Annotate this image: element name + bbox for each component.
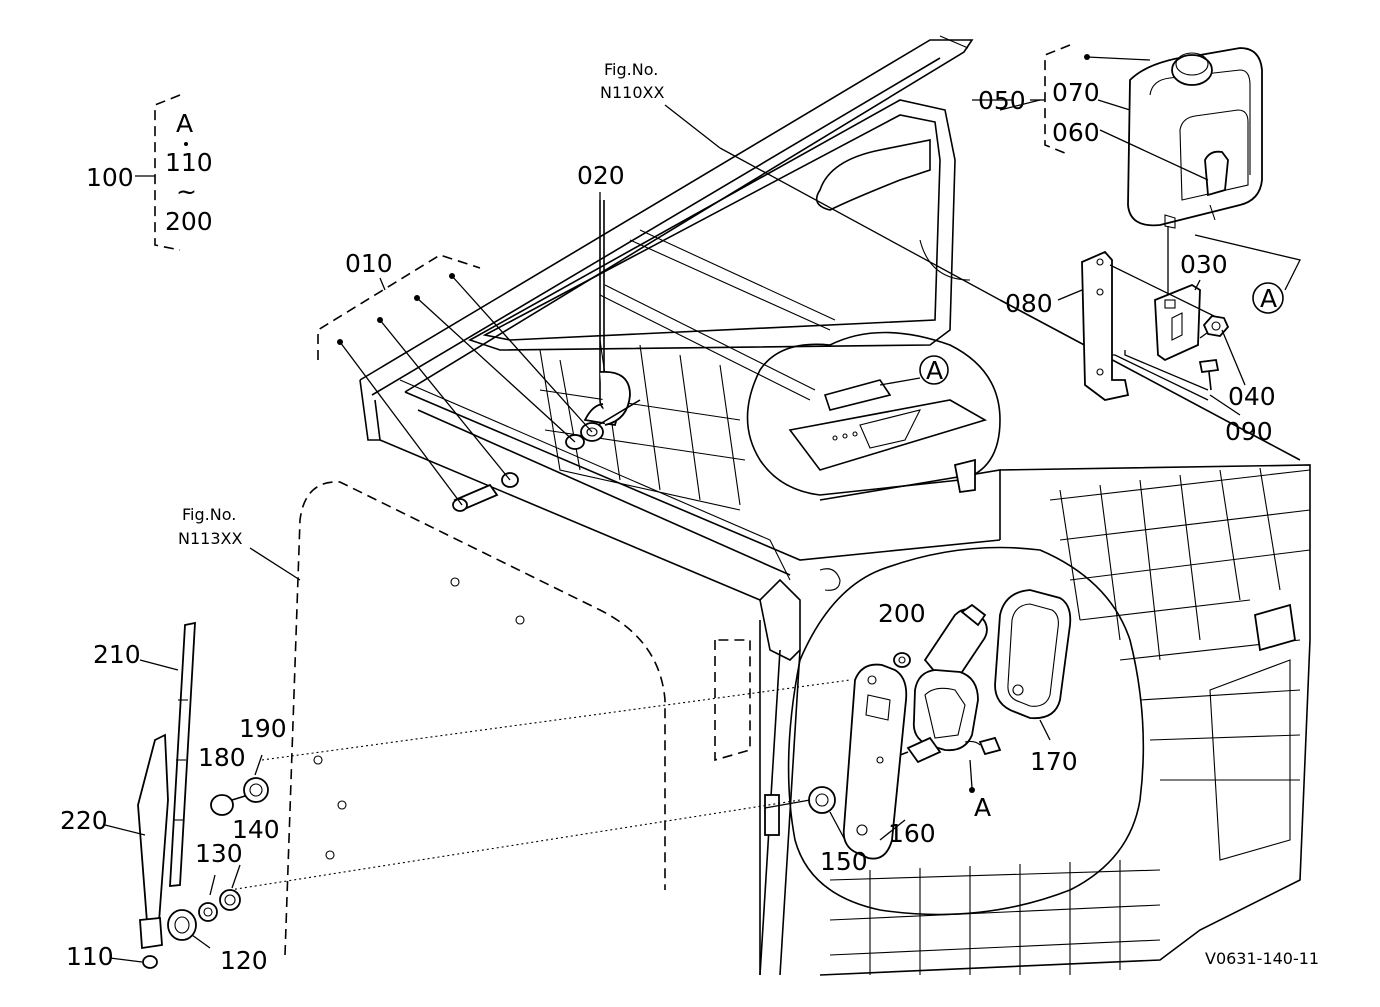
bushing-150 [808,786,846,841]
label-leaders [135,99,1246,416]
label-030: 030 [1180,250,1228,279]
grommet-190 [243,777,269,803]
label-210: 210 [93,640,141,669]
label-100: 100 [86,163,134,192]
washer-tank [1084,47,1301,300]
cab-roof-frame [359,35,1311,976]
washer-200 [893,652,911,668]
nut-130 [198,902,218,922]
fig-ref-title-2: Fig.No. [182,505,236,524]
wiper-motor-cover-170 [994,589,1072,741]
label-circled-a: A [1260,284,1277,313]
label-050: 050 [978,86,1026,115]
wiper-motor-bubble [787,546,1145,916]
fig-ref-code-1: N110XX [600,83,664,102]
pivot-120 [167,909,197,941]
label-220: 220 [60,806,108,835]
label-inner-circled-a: A [926,356,943,385]
label-060: 060 [1052,118,1100,147]
label-070: 070 [1052,78,1100,107]
fig-ref-code-2: N113XX [178,529,242,548]
label-040: 040 [1228,382,1276,411]
hex-nut-040 [1202,315,1230,337]
label-170: 170 [1030,747,1078,776]
label-140: 140 [232,815,280,844]
label-160: 160 [888,819,936,848]
front-door-panel [284,481,666,956]
fig-ref-title-1: Fig.No. [604,60,658,79]
wiper-pivot-parts [167,754,269,949]
label-010: 010 [345,249,393,278]
label-group-tilde: ~ [176,177,197,206]
cab-mesh-grille [539,339,1311,975]
label-090: 090 [1225,417,1273,446]
fig-n110xx-leader [664,104,1001,301]
label-080: 080 [1005,289,1053,318]
wiper-shaft-lines [229,679,851,891]
wiper-motor-plate-160 [842,663,908,860]
label-group-a: A [176,109,193,138]
washer-hose [583,200,641,431]
label-120: 120 [220,946,268,975]
fig-n113xx-leader [249,547,301,581]
label-150: 150 [820,847,868,876]
group-bracket-010 [317,254,481,360]
bracket-030 [1154,283,1201,362]
group-bracket-100 [154,94,181,251]
drawing-code: V0631-140-11 [1205,949,1319,968]
nut-110 [142,955,158,969]
label-110: 110 [66,942,114,971]
part-labels: 100 A 110 ~ 200 010 020 050 070 060 030 … [60,60,1319,975]
label-motor-a: A [974,793,991,822]
wiper-motor [894,603,1002,793]
circle-a-marker [879,282,1284,386]
tank-cap [1171,54,1213,86]
label-020: 020 [577,161,625,190]
cap-180 [210,794,234,816]
washer-nozzle-parts [337,273,604,512]
roof-cutaway-bubble [746,331,1001,496]
bracket-080 [1081,250,1130,401]
wiper-arm-220 [104,733,169,969]
wiper-blade-210 [139,621,196,888]
label-180: 180 [198,743,246,772]
label-group-110: 110 [165,148,213,177]
roof-opening [468,99,971,401]
label-200: 200 [878,599,926,628]
bolt-090 [1198,359,1220,373]
label-130: 130 [195,839,243,868]
cab-pillar [714,568,841,976]
tank-bracket [1081,250,1230,401]
label-190: 190 [239,714,287,743]
washer-140 [219,889,241,911]
washer-pump [1204,150,1229,197]
label-group-200: 200 [165,207,213,236]
